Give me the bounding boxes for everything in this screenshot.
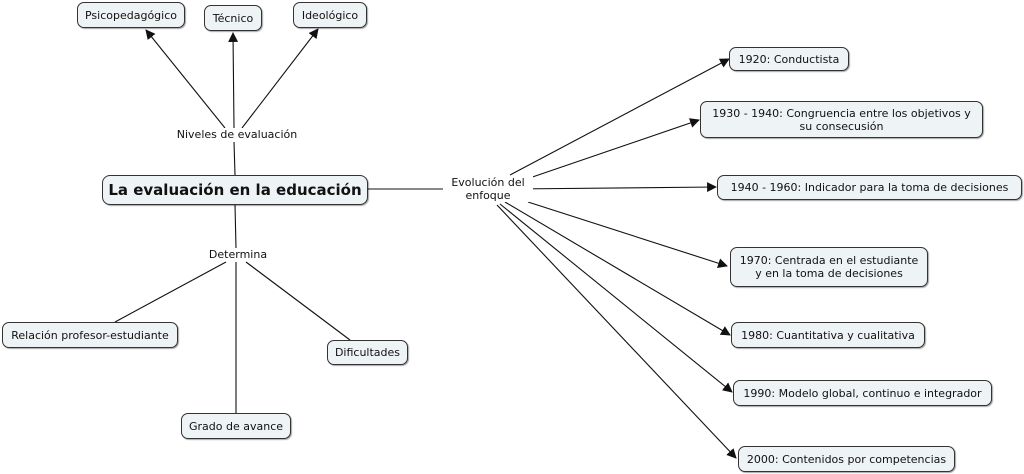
- concept-node-dificultades[interactable]: Dificultades: [327, 340, 408, 365]
- root-concept-label: La evaluación en la educación: [108, 180, 362, 199]
- edge-evolucion-1970: [527, 201, 728, 268]
- timeline-node-1930[interactable]: 1930 - 1940: Congruencia entre los objet…: [700, 101, 983, 138]
- edge-niveles-ideologico: [241, 28, 319, 129]
- timeline-label: 1980: Cuantitativa y cualitativa: [741, 328, 915, 342]
- root-concept-node[interactable]: La evaluación en la educación: [102, 175, 368, 205]
- edge-niveles-tecnico: [228, 32, 239, 129]
- concept-label: Dificultades: [334, 346, 401, 359]
- timeline-node-1970[interactable]: 1970: Centrada en el estudiante y en la …: [730, 247, 928, 287]
- edge-evolucion-2000: [496, 204, 737, 459]
- timeline-label: 1990: Modelo global, continuo e integrad…: [743, 386, 982, 400]
- timeline-label: 1940 - 1960: Indicador para la toma de d…: [730, 181, 1009, 194]
- linking-phrase-niveles[interactable]: Niveles de evaluación: [170, 128, 304, 141]
- timeline-node-1940[interactable]: 1940 - 1960: Indicador para la toma de d…: [717, 175, 1022, 200]
- timeline-label-line2: su consecusión: [799, 119, 884, 133]
- edge-root-determina: [234, 204, 237, 249]
- concept-label: Técnico: [212, 11, 254, 25]
- concept-node-psicopedagogico[interactable]: Psicopedagógico: [77, 2, 185, 28]
- linking-phrase-evolucion-line1: Evolución del: [451, 176, 525, 189]
- concept-node-grado[interactable]: Grado de avance: [181, 413, 291, 439]
- timeline-node-1980[interactable]: 1980: Cuantitativa y cualitativa: [731, 322, 925, 348]
- linking-phrase-determina[interactable]: Determina: [203, 248, 273, 261]
- timeline-node-1990[interactable]: 1990: Modelo global, continuo e integrad…: [733, 380, 992, 406]
- concept-label: Ideológico: [301, 8, 359, 22]
- concept-node-relacion[interactable]: Relación profesor-estudiante: [2, 322, 178, 348]
- timeline-node-1920[interactable]: 1920: Conductista: [729, 47, 849, 71]
- edge-determina-relacion: [114, 261, 227, 323]
- edge-evolucion-1940: [511, 182, 717, 193]
- edge-root-niveles: [233, 141, 236, 176]
- timeline-label-line1: 1930 - 1940: Congruencia entre los objet…: [712, 106, 971, 120]
- linking-phrase-niveles-label: Niveles de evaluación: [176, 128, 298, 141]
- edge-niveles-psicopedagogico: [145, 29, 226, 129]
- edge-evolucion-1990: [499, 203, 733, 393]
- timeline-label-line2: y en la toma de decisiones: [755, 267, 903, 280]
- concept-node-ideologico[interactable]: Ideológico: [293, 2, 367, 28]
- concept-label: Psicopedagógico: [84, 8, 177, 22]
- timeline-node-2000[interactable]: 2000: Contenidos por competencias: [738, 446, 955, 472]
- timeline-label-line1: 1970: Centrada en el estudiante: [739, 254, 919, 267]
- linking-phrase-evolucion[interactable]: Evolución del enfoque: [443, 176, 533, 202]
- linking-phrase-evolucion-line2: enfoque: [465, 189, 511, 202]
- edge-determina-dificultades: [245, 261, 351, 341]
- edge-evolucion-1920: [509, 58, 730, 176]
- linking-phrase-determina-label: Determina: [208, 248, 268, 261]
- timeline-label: 1920: Conductista: [738, 52, 840, 66]
- concept-node-tecnico[interactable]: Técnico: [204, 5, 262, 31]
- timeline-label: 2000: Contenidos por competencias: [746, 452, 947, 466]
- concept-label: Grado de avance: [188, 419, 284, 433]
- edge-evolucion-1980: [504, 201, 731, 336]
- concept-label: Relación profesor-estudiante: [11, 328, 169, 342]
- edge-evolucion-1930: [511, 118, 700, 185]
